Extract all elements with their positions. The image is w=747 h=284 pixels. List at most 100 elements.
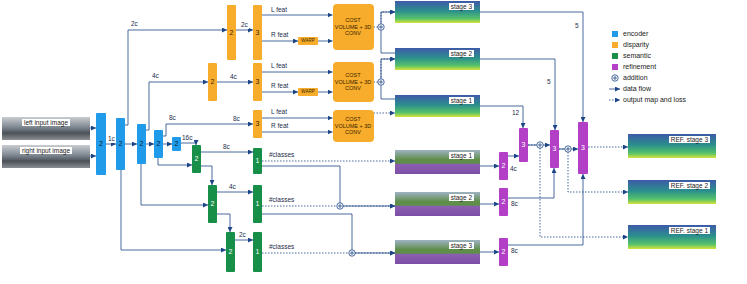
channel-label: R feat: [270, 82, 289, 90]
disparity-map: stage 2: [395, 48, 480, 70]
node-text: 3: [553, 145, 557, 153]
connector: [125, 144, 137, 145]
node-text: 3: [522, 141, 526, 149]
connector: [217, 192, 253, 193]
encoder-block: 2: [96, 113, 106, 175]
connector: [262, 132, 333, 133]
legend-text: refinement: [623, 63, 656, 71]
channel-label: 8c: [168, 114, 177, 122]
connector: [106, 144, 116, 145]
node-text: left input image: [22, 119, 70, 126]
connector: [125, 30, 227, 125]
node-text: 1: [256, 200, 260, 208]
legend-swatch: [612, 53, 618, 59]
refinement-block: 3: [519, 128, 528, 162]
legend-swatch: [612, 42, 618, 48]
input-image: right input image: [2, 145, 90, 168]
refinement-block: 2: [499, 238, 508, 266]
legend-text: output map and loss: [623, 96, 686, 104]
channel-label: 5: [574, 22, 580, 30]
semantic-block: 2: [192, 145, 201, 173]
node-text: 2: [502, 162, 506, 170]
channel-label: 2c: [238, 231, 247, 239]
encoder-block: 2: [116, 118, 125, 170]
connector: [262, 161, 395, 162]
channel-label: 1c: [107, 135, 116, 143]
connector: [217, 214, 230, 232]
connector: [235, 240, 253, 241]
connector: [217, 82, 253, 83]
connector: [201, 166, 212, 185]
refinement-block: 3: [550, 130, 559, 168]
legend-addition-sample: [612, 75, 618, 81]
node-text: COST VOLUME + 3D CONV: [334, 17, 373, 37]
connector: [508, 174, 583, 245]
node-text: stage 1: [449, 152, 474, 159]
channel-label: L feat: [270, 6, 288, 14]
semantic-block: 1: [253, 232, 262, 272]
segmentation-map: stage 1: [395, 150, 480, 174]
disparity-block: 3: [253, 5, 262, 60]
connector: [559, 149, 628, 192]
disparity-block: 2: [227, 5, 236, 60]
node-text: REF. stage 2: [669, 182, 710, 189]
node-text: 2: [230, 29, 234, 37]
node-text: stage 3: [449, 3, 474, 10]
refined-disparity-map: REF. stage 3: [628, 134, 716, 158]
addition-symbol: [337, 203, 343, 209]
refinement-block: 2: [499, 188, 508, 216]
disparity-map: stage 3: [395, 1, 480, 23]
connector: [146, 144, 154, 145]
connector: [262, 72, 333, 73]
connector: [318, 41, 333, 42]
node-text: 2: [502, 198, 506, 206]
connector: [374, 113, 396, 114]
legend-swatch: [612, 31, 618, 37]
node-text: 2: [195, 155, 199, 163]
connector: [480, 12, 583, 122]
addition-symbol: [565, 146, 571, 152]
channel-label: 8c: [510, 247, 519, 255]
semantic-block: 1: [253, 185, 262, 223]
node-text: stage 2: [449, 50, 474, 57]
node-text: 2: [157, 140, 161, 148]
refinement-block: 3: [578, 122, 588, 174]
connector: [480, 59, 555, 130]
node-text: 2: [175, 140, 179, 148]
encoder-block: 2: [137, 124, 146, 164]
node-text: 3: [256, 120, 260, 128]
node-text: 2: [211, 200, 215, 208]
warp-box: WARP: [298, 37, 318, 45]
node-text: 3: [581, 144, 585, 152]
connector: [262, 92, 298, 93]
semantic-block: 2: [208, 185, 217, 223]
cost-volume-box: COST VOLUME + 3D CONV: [333, 110, 374, 142]
semantic-block: 2: [226, 232, 235, 272]
connector: [262, 118, 333, 119]
connector: [480, 252, 499, 253]
legend-flow-sample: [609, 89, 620, 90]
channel-label: 4c: [229, 73, 238, 81]
connector: [262, 166, 395, 206]
node-text: stage 2: [449, 194, 474, 201]
node-text: WARP: [301, 89, 314, 95]
encoder-block: 2: [172, 137, 181, 151]
refined-disparity-map: REF. stage 2: [628, 180, 716, 204]
connector: [262, 206, 395, 207]
connector: [480, 106, 523, 128]
connector: [262, 15, 333, 16]
segmentation-map: stage 2: [395, 192, 480, 216]
channel-label: #classes: [268, 243, 295, 251]
node-text: stage 1: [449, 97, 474, 104]
channel-label: 8c: [232, 115, 241, 123]
connector: [508, 156, 519, 157]
addition-symbol: [537, 142, 543, 148]
connector: [480, 166, 499, 167]
encoder-block: 2: [154, 130, 163, 158]
channel-label: 5: [546, 78, 552, 86]
cost-volume-box: COST VOLUME + 3D CONV: [333, 4, 374, 50]
input-image: left input image: [2, 117, 90, 140]
connector: [374, 59, 396, 82]
legend-swatch: [612, 64, 618, 70]
connector: [121, 170, 226, 250]
